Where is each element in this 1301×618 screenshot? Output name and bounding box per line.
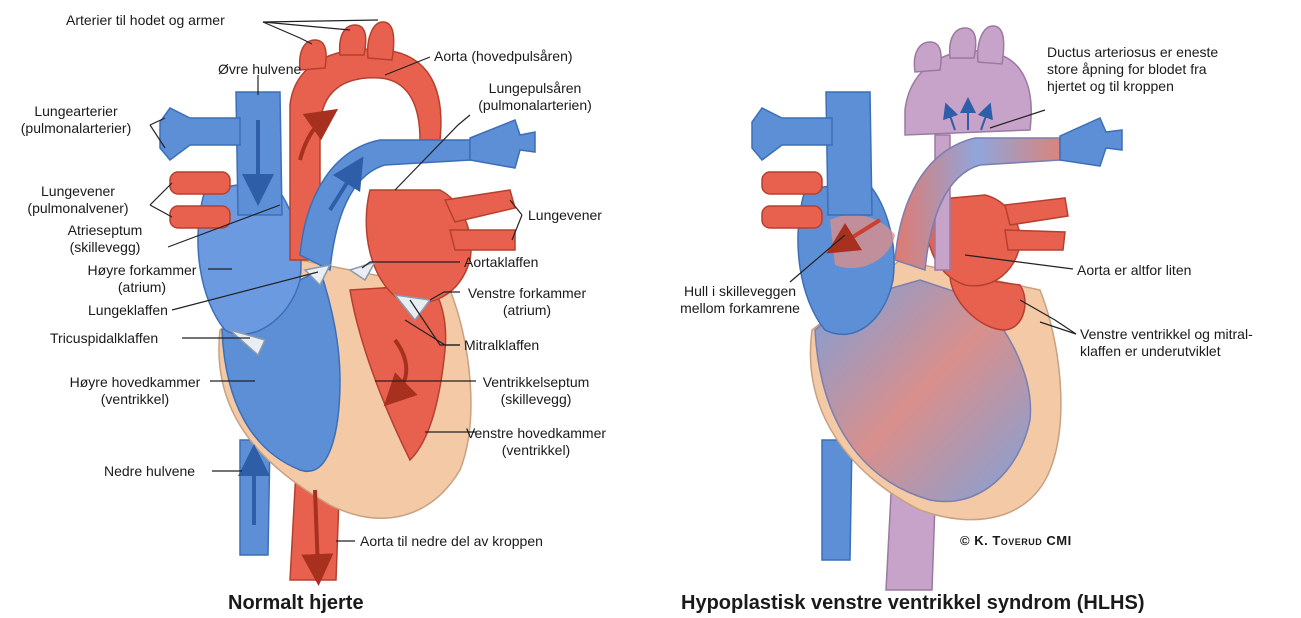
label-aorta: Aorta (hovedpulsåren) — [434, 48, 573, 65]
caption-hlhs: Hypoplastisk venstre ventrikkel syndrom … — [681, 592, 1144, 615]
label-pulm-artery: Lungepulsåren (pulmonalarterien) — [465, 80, 605, 114]
label-aorta-small: Aorta er altfor liten — [1077, 262, 1191, 279]
label-descending-aorta: Aorta til nedre del av kroppen — [360, 533, 543, 550]
label-vent-septum-line2: (skillevegg) — [476, 391, 596, 408]
label-right-atrium-line1: Høyre forkammer — [78, 262, 206, 279]
label-hole-line2: mellom forkamrene — [670, 300, 810, 317]
label-arteries-head: Arterier til hodet og armer — [66, 12, 225, 29]
hlhs-pulmonary-artery-right — [1060, 118, 1122, 166]
label-lung-arteries-line1: Lungearterier — [2, 103, 150, 120]
hlhs-svc-shape — [826, 92, 872, 215]
label-vent-septum: Ventrikkelseptum (skillevegg) — [476, 374, 596, 408]
hlhs-pulmonary-artery-left — [752, 108, 832, 160]
label-atrial-septum: Atrieseptum (skillevegg) — [46, 222, 164, 256]
label-left-atrium-line1: Venstre forkammer — [462, 285, 592, 302]
label-lung-veins-left-line2: (pulmonalvener) — [8, 200, 148, 217]
label-lung-veins-left-line1: Lungevener — [8, 183, 148, 200]
label-right-atrium: Høyre forkammer (atrium) — [78, 262, 206, 296]
credit-prefix: © K. — [960, 533, 992, 548]
label-lv-mitral-line1: Venstre ventrikkel og mitral- — [1080, 326, 1253, 343]
label-ductus-line1: Ductus arteriosus er eneste — [1047, 44, 1218, 61]
label-atrial-septum-line2: (skillevegg) — [46, 239, 164, 256]
label-right-ventricle-line2: (ventrikkel) — [64, 391, 206, 408]
label-lung-veins-right: Lungevener — [528, 207, 602, 224]
label-aortic-valve: Aortaklaffen — [464, 254, 538, 271]
label-lv-mitral-line2: klaffen er underutviklet — [1080, 343, 1253, 360]
label-mitral: Mitralklaffen — [464, 337, 539, 354]
copyright-credit: © K. Toverud CMI — [960, 533, 1072, 548]
label-hole-line1: Hull i skilleveggen — [670, 283, 810, 300]
label-ductus-line2: store åpning for blodet fra — [1047, 61, 1218, 78]
credit-suffix: CMI — [1042, 533, 1071, 548]
credit-name: Toverud — [992, 533, 1042, 548]
label-pulm-valve: Lungeklaffen — [88, 302, 168, 319]
label-right-ventricle: Høyre hovedkammer (ventrikkel) — [64, 374, 206, 408]
label-left-ventricle-line2: (ventrikkel) — [456, 442, 616, 459]
label-lung-veins-left: Lungevener (pulmonalvener) — [8, 183, 148, 217]
label-lv-mitral: Venstre ventrikkel og mitral- klaffen er… — [1080, 326, 1253, 360]
label-lung-arteries-line2: (pulmonalarterier) — [2, 120, 150, 137]
label-left-atrium-line2: (atrium) — [462, 302, 592, 319]
label-vent-septum-line1: Ventrikkelseptum — [476, 374, 596, 391]
label-right-ventricle-line1: Høyre hovedkammer — [64, 374, 206, 391]
label-svc: Øvre hulvene — [218, 61, 301, 78]
hlhs-ivc-shape — [822, 440, 852, 560]
label-pulm-artery-line2: (pulmonalarterien) — [465, 97, 605, 114]
label-ductus-line3: hjertet og til kroppen — [1047, 78, 1218, 95]
label-left-ventricle: Venstre hovedkammer (ventrikkel) — [456, 425, 616, 459]
label-pulm-artery-line1: Lungepulsåren — [465, 80, 605, 97]
pulmonary-artery-right — [470, 120, 535, 168]
label-right-atrium-line2: (atrium) — [78, 279, 206, 296]
label-left-atrium: Venstre forkammer (atrium) — [462, 285, 592, 319]
label-tricuspid: Tricuspidalklaffen — [50, 330, 158, 347]
label-ivc: Nedre hulvene — [104, 463, 195, 480]
label-atrial-septum-line1: Atrieseptum — [46, 222, 164, 239]
pulmonary-artery-left — [160, 108, 240, 160]
label-hole: Hull i skilleveggen mellom forkamrene — [670, 283, 810, 317]
label-lung-arteries: Lungearterier (pulmonalarterier) — [2, 103, 150, 137]
label-ductus: Ductus arteriosus er eneste store åpning… — [1047, 44, 1218, 95]
label-left-ventricle-line1: Venstre hovedkammer — [456, 425, 616, 442]
caption-normal: Normalt hjerte — [228, 592, 364, 615]
